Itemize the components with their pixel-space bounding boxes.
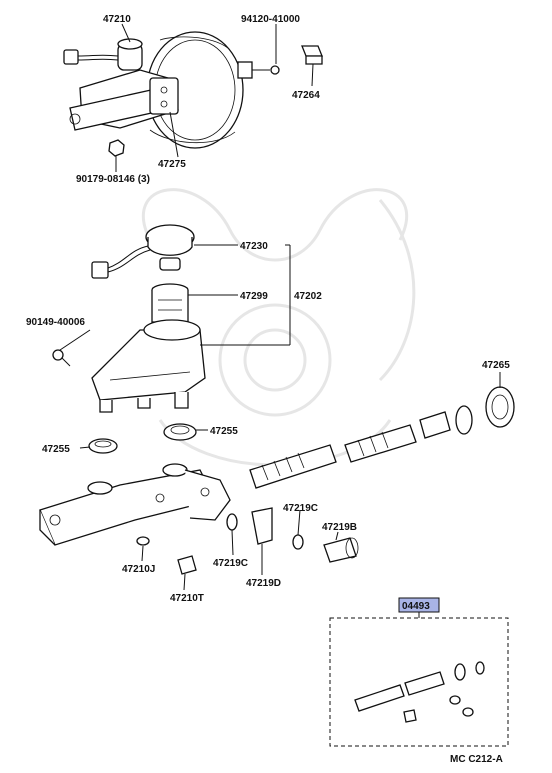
reference-code: MC C212-A	[450, 754, 503, 765]
label-47210t: 47210T	[170, 593, 204, 604]
part-47264-grommet	[301, 45, 323, 65]
top-leader-lines	[115, 23, 314, 172]
part-90179-nut	[108, 139, 125, 157]
label-47230: 47230	[240, 241, 268, 252]
level-sensor-connector	[63, 49, 119, 65]
label-90149-40006: 90149-40006	[26, 317, 85, 328]
label-47264: 47264	[292, 90, 320, 101]
label-94120-41000: 94120-41000	[241, 14, 300, 25]
piston-assembly	[249, 386, 515, 489]
label-47265: 47265	[482, 360, 510, 371]
reservoir-connector	[91, 245, 151, 279]
label-47210j: 47210J	[122, 564, 155, 575]
label-90179-08146: 90179-08146 (3)	[76, 174, 150, 185]
master-cylinder-top	[69, 38, 179, 131]
grommets-47255	[88, 423, 197, 454]
label-47299: 47299	[240, 291, 268, 302]
reservoir-strainer	[151, 283, 189, 323]
label-47219c-lower: 47219C	[213, 558, 248, 569]
label-47210: 47210	[103, 14, 131, 25]
small-fittings	[136, 507, 359, 575]
label-47219c-upper: 47219C	[283, 503, 318, 514]
cylinder-body	[39, 463, 231, 546]
label-47255-left: 47255	[42, 444, 70, 455]
reservoir-cap	[145, 224, 195, 271]
part-90149-screw	[52, 349, 71, 367]
label-47202: 47202	[294, 291, 322, 302]
middle-leader-lines	[59, 244, 501, 591]
part-labels: 47210 94120-41000 47264 47275 90179-0814…	[26, 14, 510, 604]
label-47275: 47275	[158, 159, 186, 170]
kit-box	[329, 611, 509, 747]
kit-label: 04493	[398, 597, 440, 613]
label-47219d: 47219D	[246, 578, 281, 589]
label-47219b: 47219B	[322, 522, 357, 533]
reservoir-tank	[91, 319, 206, 413]
label-04493: 04493	[402, 601, 430, 612]
label-47255-right: 47255	[210, 426, 238, 437]
